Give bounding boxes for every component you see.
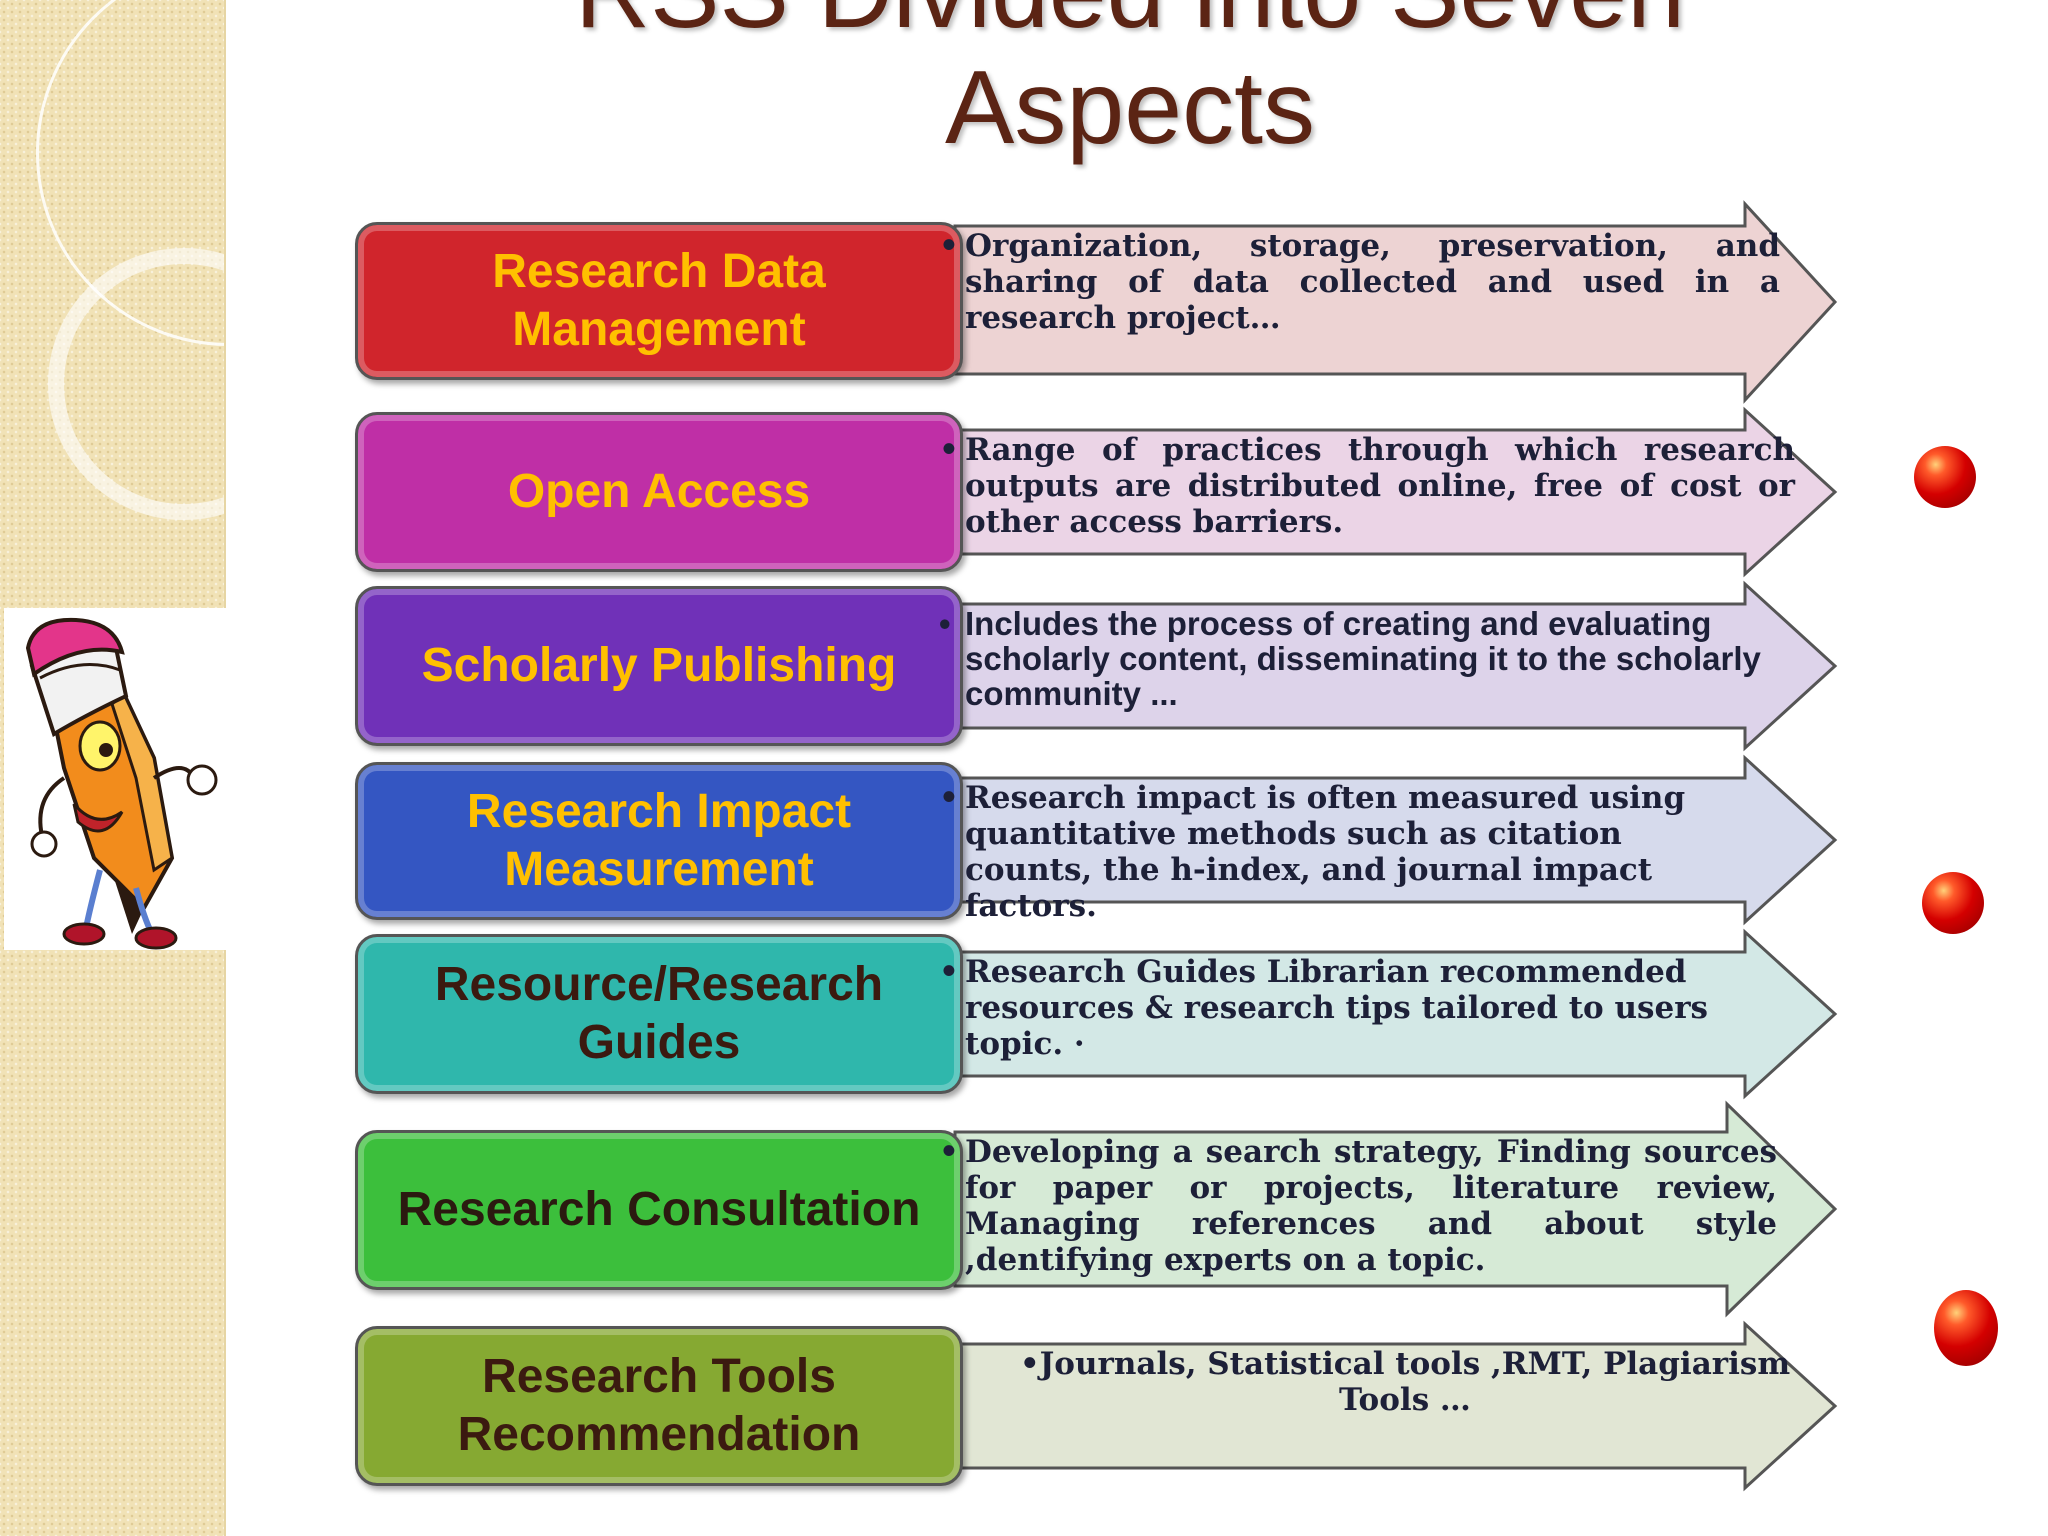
description: • Developing a search strategy, Finding …: [939, 1134, 1777, 1278]
label-box: Research Impact Measurement: [355, 762, 963, 920]
label-box: Scholarly Publishing: [355, 586, 963, 746]
arrow-fill: [953, 754, 1838, 926]
slide-title: RSS Divided into Seven Aspects: [560, 0, 1700, 166]
arrow-fill: [953, 200, 1838, 404]
label-line-2: Guides: [577, 1016, 741, 1069]
arrow-shape: [953, 406, 1838, 578]
arrow-shape: [953, 580, 1838, 752]
description-text: Research impact is often measured using …: [965, 780, 1686, 924]
description-text: Range of practices through which researc…: [965, 432, 1795, 540]
aspect-row-research-consultation: Research Consultation • Developing a sea…: [355, 1100, 1875, 1318]
label-line-1: Scholarly Publishing: [421, 639, 897, 692]
aspect-row-research-data-management: Research Data Management • Organization,…: [355, 200, 1875, 404]
bullet-icon: •: [939, 1134, 959, 1170]
aspect-row-open-access: Open Access • Range of practices through…: [355, 406, 1875, 578]
aspect-row-resource-research-guides: Resource/Research Guides • Research Guid…: [355, 928, 1875, 1100]
label-box: Resource/Research Guides: [355, 934, 963, 1094]
description: • Research Guides Librarian recommended …: [939, 954, 1755, 1062]
label-line-2: Recommendation: [457, 1408, 861, 1461]
title-line-1: RSS Divided into Seven: [575, 0, 1685, 50]
arrow-fill: [953, 580, 1838, 752]
arrow-fill: [953, 1100, 1838, 1318]
description-text: Includes the process of creating and eva…: [965, 605, 1761, 712]
arrow-shape: [953, 1320, 1838, 1492]
decor-ring: [48, 248, 226, 520]
description: • Research impact is often measured usin…: [939, 780, 1735, 924]
red-ball-icon: [1922, 872, 1984, 934]
aspect-row-research-tools-recommendation: Research Tools Recommendation •Journals,…: [355, 1320, 1875, 1492]
aspect-row-scholarly-publishing: Scholarly Publishing • Includes the proc…: [355, 580, 1875, 752]
red-ball-icon: [1934, 1290, 1998, 1366]
description: •Journals, Statistical tools ,RMT, Plagi…: [1005, 1346, 1805, 1418]
description-text: Organization, storage, preservation, and…: [965, 228, 1780, 336]
red-ball-icon: [1914, 446, 1976, 508]
label-line-2: Management: [512, 303, 806, 356]
arrow-shape: [953, 928, 1838, 1100]
label-line-1: Research Tools: [482, 1350, 836, 1403]
label-box: Research Data Management: [355, 222, 963, 380]
description: • Includes the process of creating and e…: [939, 605, 1765, 712]
description-text: •Journals, Statistical tools ,RMT, Plagi…: [1019, 1346, 1791, 1418]
label-line-1: Open Access: [507, 465, 811, 518]
label-line-1: Research Data: [492, 245, 826, 298]
description-text: Developing a search strategy, Finding so…: [965, 1134, 1777, 1278]
arrow-shape: [953, 1100, 1838, 1318]
label-line-1: Research Impact: [466, 785, 852, 838]
bullet-icon: •: [939, 432, 959, 468]
label-box: Open Access: [355, 412, 963, 572]
arrow-fill: [953, 406, 1838, 578]
bullet-icon: •: [939, 780, 959, 816]
bullet-icon: •: [939, 228, 959, 264]
label-line-2: Measurement: [504, 843, 814, 896]
bullet-icon: •: [939, 605, 951, 642]
description: • Range of practices through which resea…: [939, 432, 1795, 540]
label-line-1: Research Consultation: [397, 1183, 921, 1236]
mascot-frame: [4, 608, 226, 950]
arrow-fill: [953, 1320, 1838, 1492]
aspect-row-research-impact-measurement: Research Impact Measurement • Research i…: [355, 754, 1875, 926]
label-box: Research Tools Recommendation: [355, 1326, 963, 1486]
arrow-fill: [953, 928, 1838, 1100]
pencil-mascot-icon: [25, 617, 218, 950]
bullet-icon: •: [939, 954, 959, 990]
label-line-1: Resource/Research: [434, 958, 884, 1011]
arrow-shape: [953, 200, 1838, 404]
description: • Organization, storage, preservation, a…: [939, 228, 1780, 336]
arrow-shape: [953, 754, 1838, 926]
label-box: Research Consultation: [355, 1130, 963, 1290]
title-line-2: Aspects: [945, 50, 1315, 166]
description-text: Research Guides Librarian recommended re…: [965, 954, 1709, 1062]
